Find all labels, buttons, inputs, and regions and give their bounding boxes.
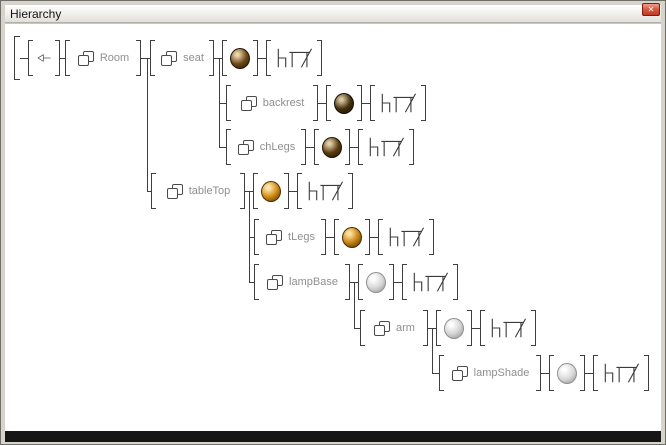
node-label: seat — [183, 52, 204, 64]
bottom-strip — [5, 431, 661, 442]
node-label: lampShade — [473, 367, 530, 379]
material-node-arm[interactable] — [436, 310, 472, 346]
objects-stack-icon — [77, 50, 94, 66]
connector-line — [350, 147, 358, 148]
objects-stack-icon — [240, 95, 257, 111]
connector-line — [219, 103, 226, 104]
material-node-lampbase[interactable] — [358, 264, 394, 300]
node-label: tableTop — [188, 185, 231, 197]
objects-stack-icon — [266, 229, 283, 245]
node-label: arm — [396, 322, 415, 334]
node-chlegs[interactable]: chLegs — [226, 129, 306, 165]
material-sphere-icon — [230, 47, 250, 69]
connector-line — [249, 237, 254, 238]
object-node-seat[interactable] — [266, 40, 322, 76]
connector-line — [318, 103, 326, 104]
object-node-chlegs[interactable] — [358, 129, 414, 165]
material-sphere-icon — [444, 317, 464, 339]
objects-stack-icon — [267, 274, 284, 290]
material-node-seat[interactable] — [222, 40, 258, 76]
table-chair-icon — [308, 181, 344, 201]
node-label: chLegs — [259, 141, 296, 153]
connector-line — [585, 373, 593, 374]
connector-line — [472, 328, 480, 329]
node-label: Room — [99, 52, 130, 64]
hierarchy-canvas — [5, 23, 661, 432]
material-sphere-icon — [261, 180, 281, 202]
node-arm[interactable]: arm — [360, 310, 428, 346]
object-node-lampshade[interactable] — [593, 355, 649, 391]
object-node-tabletop[interactable] — [297, 173, 353, 209]
object-node-tlegs[interactable] — [378, 219, 434, 255]
connector-line — [394, 282, 402, 283]
material-sphere-icon — [366, 271, 386, 293]
connector-line — [432, 328, 433, 373]
material-node-tabletop[interactable] — [253, 173, 289, 209]
objects-stack-icon — [374, 320, 391, 336]
object-node-backrest[interactable] — [370, 85, 426, 121]
node-lampshade[interactable]: lampShade — [439, 355, 541, 391]
connector-line — [214, 58, 222, 59]
connector-line — [249, 282, 254, 283]
title-bar[interactable]: Hierarchy — [5, 5, 661, 23]
table-chair-icon — [277, 48, 313, 68]
node-seat[interactable]: seat — [150, 40, 214, 76]
connector-line — [428, 328, 436, 329]
close-button[interactable]: ✕ — [642, 3, 660, 16]
node-room[interactable]: Room — [65, 40, 141, 76]
table-chair-icon — [491, 318, 527, 338]
objects-stack-icon — [237, 139, 254, 155]
material-node-lampshade[interactable] — [549, 355, 585, 391]
material-node-tlegs[interactable] — [334, 219, 370, 255]
node-label: lampBase — [289, 276, 338, 288]
connector-line — [362, 103, 370, 104]
object-node-arm[interactable] — [480, 310, 536, 346]
table-chair-icon — [389, 227, 425, 247]
table-chair-icon — [369, 137, 405, 157]
connector-line — [541, 373, 549, 374]
connector-line — [147, 191, 151, 192]
material-node-backrest[interactable] — [326, 85, 362, 121]
connector-line — [258, 58, 266, 59]
connector-line — [370, 237, 378, 238]
material-sphere-icon — [322, 136, 342, 158]
node-lampbase[interactable]: lampBase — [254, 264, 350, 300]
window-title: Hierarchy — [10, 6, 62, 21]
connector-line — [432, 373, 439, 374]
node-tlegs[interactable]: tLegs — [254, 219, 326, 255]
table-chair-icon — [381, 93, 417, 113]
connector-line — [60, 58, 65, 59]
node-backrest[interactable]: backrest — [226, 85, 318, 121]
table-chair-icon — [604, 363, 640, 383]
objects-stack-icon — [161, 50, 178, 66]
node-label: backrest — [262, 97, 305, 109]
root-node[interactable] — [28, 40, 60, 76]
connector-line — [306, 147, 314, 148]
connector-line — [326, 237, 334, 238]
material-sphere-icon — [342, 226, 362, 248]
connector-line — [354, 328, 360, 329]
object-node-lampbase[interactable] — [402, 264, 458, 300]
objects-stack-icon — [451, 365, 468, 381]
connector-line — [219, 147, 226, 148]
connector-line — [219, 58, 220, 147]
connector-line — [147, 58, 148, 191]
material-node-chlegs[interactable] — [314, 129, 350, 165]
root-arrow-icon — [37, 54, 51, 62]
connector-line — [350, 282, 358, 283]
connector-line — [249, 191, 250, 282]
connector-line — [141, 58, 150, 59]
material-sphere-icon — [557, 362, 577, 384]
table-chair-icon — [413, 272, 449, 292]
connector-line — [289, 191, 297, 192]
objects-stack-icon — [166, 183, 183, 199]
connector-line — [245, 191, 253, 192]
node-label: tLegs — [288, 231, 315, 243]
connector-line — [354, 282, 355, 328]
connector-line — [20, 58, 28, 59]
node-tabletop[interactable]: tableTop — [151, 173, 245, 209]
material-sphere-icon — [334, 92, 354, 114]
root-bracket — [14, 36, 20, 80]
